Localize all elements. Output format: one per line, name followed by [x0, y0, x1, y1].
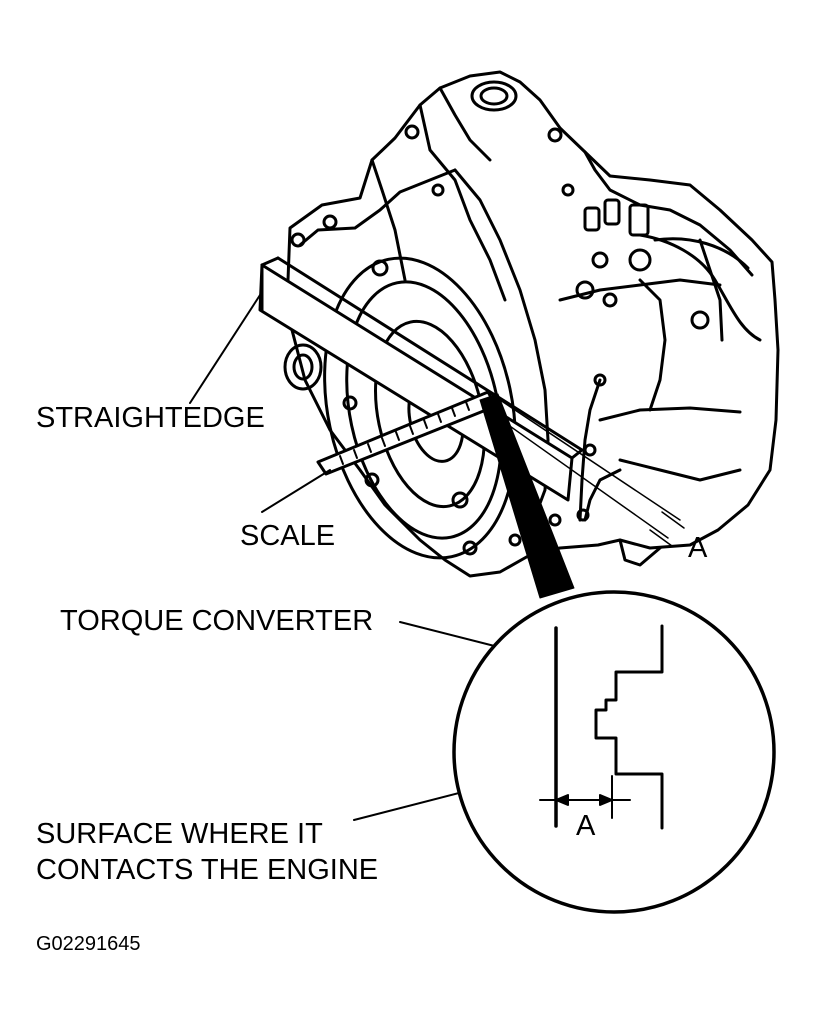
label-straightedge: STRAIGHTEDGE: [36, 402, 265, 434]
label-surface-line2: CONTACTS THE ENGINE: [36, 854, 379, 886]
dimension-a-main: [487, 391, 685, 547]
label-scale: SCALE: [240, 520, 336, 552]
label-dimension-a-main: A: [688, 532, 708, 564]
detail-circle: [452, 590, 776, 914]
label-torque-converter: TORQUE CONVERTER: [60, 605, 374, 637]
label-dimension-a-detail: A: [576, 810, 596, 842]
detail-callout-pointer: [479, 393, 575, 599]
straightedge-tool: [258, 256, 584, 502]
label-surface-line1: SURFACE WHERE IT: [36, 818, 323, 850]
figure-code: G02291645: [36, 933, 141, 955]
transaxle-housing: [283, 70, 780, 578]
